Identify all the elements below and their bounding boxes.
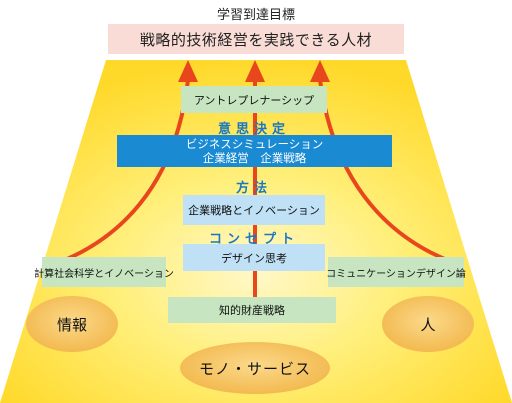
people-label: 人 [420, 316, 436, 334]
business-simulation-box: ビジネスシミュレーション 企業経営 企業戦略 [117, 135, 392, 167]
arrow-head-center [245, 60, 265, 82]
heading-method: 方法 [235, 181, 272, 196]
innovation-box: 企業戦略とイノベーション [183, 195, 325, 225]
goal-label: 学習到達目標 [216, 8, 295, 23]
oval-bottom-shape [180, 342, 330, 394]
heading-decision-making: 意思決定 [217, 122, 290, 137]
intellectual-property-box: 知的財産戦略 [168, 297, 336, 323]
goal-box: 戦略的技術経営を実践できる人材 [108, 24, 404, 54]
oval-left-shape [26, 296, 118, 352]
arrow-head-right [310, 60, 330, 82]
arrow-heads [178, 60, 330, 82]
arrow-head-left [178, 60, 198, 82]
arrow-right-curve [318, 79, 453, 264]
heading-concept: コンセプト [208, 232, 299, 247]
goods-services-label: モノ・サービス [198, 360, 311, 378]
information-label: 情報 [56, 316, 87, 334]
business-simulation-line2: 企業経営 企業戦略 [202, 151, 307, 165]
oval-right-shape [382, 296, 474, 352]
arrow-left-curve [59, 79, 190, 264]
business-simulation-line1: ビジネスシミュレーション [185, 137, 324, 151]
communication-design-box: コミュニケーションデザイン論 [326, 257, 466, 287]
entrepreneurship-box: アントレプレナーシップ [181, 86, 327, 113]
design-thinking-box: デザイン思考 [183, 244, 325, 271]
computational-social-science-box: 計算社会科学とイノベーション [34, 257, 174, 287]
